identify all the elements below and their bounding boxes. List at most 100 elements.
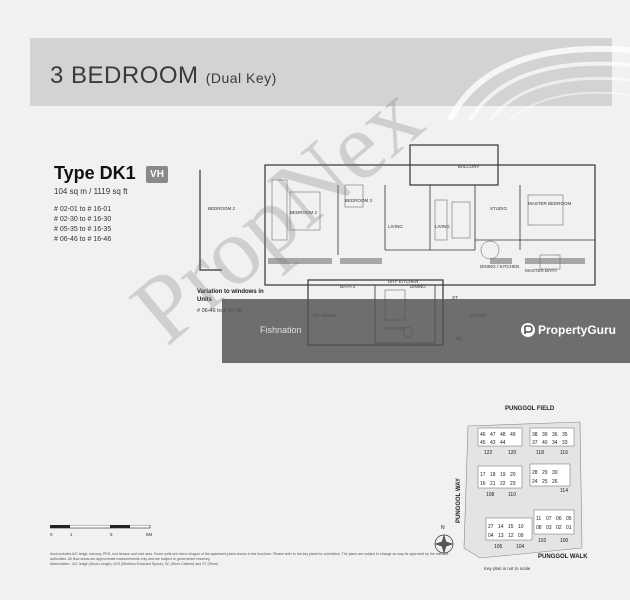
unit-list: # 02-01 to # 16-01 # 02-30 to # 16-30 # … bbox=[54, 205, 111, 245]
unit-number: 11 bbox=[536, 516, 541, 522]
unit-number: 12 bbox=[508, 533, 514, 539]
unit-number: 01 bbox=[566, 525, 572, 531]
unit-number: 18 bbox=[490, 472, 496, 478]
abbreviation-note: Abbreviation : A/C ledge (Aircon Ledge),… bbox=[50, 562, 219, 566]
unit-number: 27 bbox=[488, 524, 494, 530]
room-bedroom2-left: BEDROOM 2 bbox=[208, 206, 236, 211]
room-st: ST bbox=[452, 295, 458, 300]
room-balcony: BALCONY bbox=[458, 164, 480, 169]
scale-tick: 6M bbox=[146, 532, 153, 537]
title-main: 3 BEDROOM bbox=[50, 62, 199, 89]
key-plan-unit-numbers: 46 47 48 49 38 39 36 35 45 43 44 37 40 3… bbox=[480, 432, 572, 539]
block-number: 110 bbox=[508, 492, 516, 498]
unit-number: 22 bbox=[500, 481, 506, 487]
scale-tick: 0 bbox=[50, 532, 53, 537]
unit-number: 49 bbox=[510, 432, 516, 438]
propertyguru-logo-icon bbox=[521, 323, 535, 337]
area-footnote: Area includes A/C ledge, balcony, PES, r… bbox=[50, 552, 449, 561]
decorative-swoosh bbox=[447, 45, 630, 120]
key-plan-caption: Key plan is not to scale bbox=[484, 566, 531, 571]
room-master-bedroom: MASTER BEDROOM bbox=[528, 201, 572, 206]
key-plan: PUNGGOL FIELD 46 47 48 49 38 39 36 35 45… bbox=[434, 406, 588, 560]
unit-type-name: Type DK1 bbox=[54, 163, 136, 183]
block-number: 120 bbox=[508, 450, 517, 456]
compass-icon bbox=[434, 534, 454, 554]
block-number: 118 bbox=[536, 450, 544, 456]
room-bedroom2: BEDROOM 2 bbox=[290, 210, 318, 215]
unit-number: 04 bbox=[488, 533, 494, 539]
unit-number: 37 bbox=[532, 440, 538, 446]
variation-title: Variation to windows in Units bbox=[197, 289, 264, 303]
unit-range: # 02-30 to # 16-30 bbox=[54, 216, 112, 223]
unit-number: 23 bbox=[510, 481, 516, 487]
unit-number: 08 bbox=[536, 525, 542, 531]
unit-number: 24 bbox=[532, 479, 538, 485]
block-number: 116 bbox=[560, 450, 568, 456]
unit-number: 16 bbox=[480, 481, 486, 487]
room-dining: DINING bbox=[410, 284, 426, 289]
unit-number: 46 bbox=[480, 432, 486, 438]
room-studio: STUDIO bbox=[490, 206, 508, 211]
road-punggol-walk: PUNGGOL WALK bbox=[538, 554, 588, 560]
block-number: 122 bbox=[484, 450, 493, 456]
road-punggol-way: PUNGGOL WAY bbox=[456, 478, 462, 523]
page-title: 3 BEDROOM (Dual Key) bbox=[50, 62, 277, 90]
north-label: N bbox=[441, 525, 445, 531]
block-number: 114 bbox=[560, 488, 568, 494]
variation-units: # 06-46 to # 16-46 bbox=[197, 308, 242, 314]
unit-range: # 02-01 to # 16-01 bbox=[54, 206, 112, 213]
unit-number: 19 bbox=[500, 472, 506, 478]
unit-number: 06 bbox=[556, 516, 562, 522]
scale-bar: 0 1 5 6M bbox=[50, 525, 153, 537]
unit-number: 07 bbox=[546, 516, 552, 522]
unit-number: 20 bbox=[510, 472, 516, 478]
room-living-2: LIVING bbox=[435, 224, 450, 229]
unit-number: 35 bbox=[562, 432, 568, 438]
key-plan-title: PUNGGOL FIELD bbox=[505, 406, 555, 412]
unit-number: 03 bbox=[546, 525, 552, 531]
unit-number: 26 bbox=[552, 479, 558, 485]
unit-range: # 05-35 to # 16-35 bbox=[54, 226, 112, 233]
block-number: 100 bbox=[560, 538, 569, 544]
room-bedroom3: BEDROOM 3 bbox=[345, 198, 373, 203]
block-number: 106 bbox=[494, 544, 503, 550]
unit-number: 09 bbox=[518, 533, 524, 539]
unit-number: 02 bbox=[556, 525, 562, 531]
unit-number: 43 bbox=[490, 440, 496, 446]
propertyguru-banner bbox=[222, 299, 630, 363]
unit-number: 13 bbox=[498, 533, 504, 539]
room-dry-kitchen: DRY KITCHEN bbox=[388, 279, 418, 284]
unit-number: 36 bbox=[552, 432, 558, 438]
scale-tick: 5 bbox=[110, 532, 113, 537]
scale-tick: 1 bbox=[70, 532, 73, 537]
unit-number: 05 bbox=[566, 516, 572, 522]
unit-number: 21 bbox=[490, 481, 496, 487]
room-dining-kitchen: DINING / KITCHEN bbox=[480, 264, 519, 269]
unit-area: 104 sq m / 1119 sq ft bbox=[54, 187, 128, 196]
unit-number: 25 bbox=[542, 479, 548, 485]
unit-number: 34 bbox=[552, 440, 558, 446]
unit-number: 28 bbox=[532, 470, 538, 476]
unit-number: 40 bbox=[542, 440, 548, 446]
banner-right-text: PropertyGuru bbox=[538, 323, 617, 337]
unit-number: 38 bbox=[532, 432, 538, 438]
header-band bbox=[30, 38, 612, 106]
block-number: 102 bbox=[538, 538, 547, 544]
banner-left-text: Fishnation bbox=[260, 325, 302, 335]
unit-number: 39 bbox=[542, 432, 548, 438]
unit-range: # 06-46 to # 16-46 bbox=[54, 236, 112, 243]
key-plan-block-numbers: 122 120 118 116 108 110 114 106 104 102 … bbox=[484, 450, 569, 550]
vh-badge: VH bbox=[146, 166, 168, 183]
room-bath2: BATH 2 bbox=[340, 284, 356, 289]
unit-number: 33 bbox=[562, 440, 568, 446]
unit-number: 15 bbox=[508, 524, 514, 530]
title-subtitle: (Dual Key) bbox=[205, 70, 277, 86]
block-number: 108 bbox=[486, 492, 495, 498]
room-master-bath: MASTER BATH bbox=[525, 268, 557, 273]
unit-number: 45 bbox=[480, 440, 486, 446]
unit-number: 48 bbox=[500, 432, 506, 438]
room-living: LIVING bbox=[388, 224, 403, 229]
unit-number: 10 bbox=[518, 524, 524, 530]
block-number: 104 bbox=[516, 544, 525, 550]
unit-number: 47 bbox=[490, 432, 496, 438]
